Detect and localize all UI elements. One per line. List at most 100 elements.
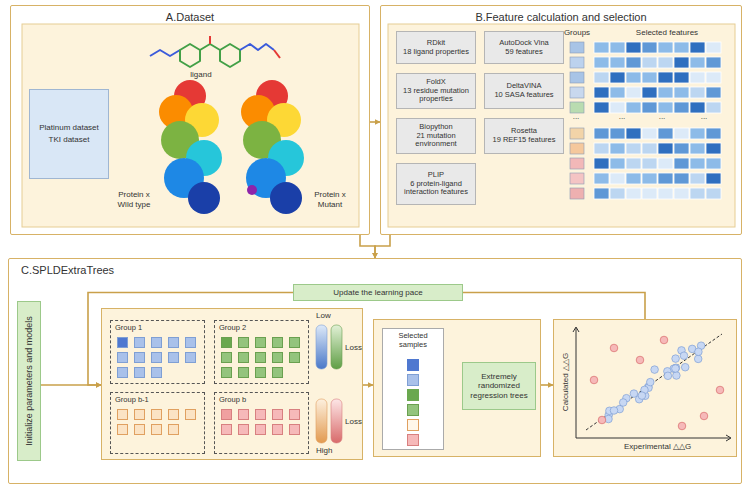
sample-square: [117, 424, 128, 435]
node-text: AutoDock Vina: [499, 39, 548, 48]
sample-square: [272, 409, 283, 420]
feature-cell: [690, 102, 705, 113]
panel: A.DatasetPlatinum datasetTKI dataset: [10, 5, 370, 235]
node-text: Group 2: [219, 323, 304, 332]
feature-cell: [690, 173, 705, 184]
feature-cell: [642, 72, 657, 83]
feature-cell: [690, 128, 705, 139]
node-text: RDkit: [427, 39, 445, 48]
feature-box: PLIP6 protein-ligand interaction feature…: [396, 163, 476, 205]
data-point: [638, 392, 646, 400]
feature-cell: [642, 188, 657, 199]
sample-square: [185, 409, 196, 420]
feature-cell: [690, 57, 705, 68]
node-text: Selected samples: [385, 332, 441, 349]
node-text: Group 1: [115, 323, 200, 332]
feature-cell: [594, 173, 609, 184]
ligand-ring: [180, 44, 200, 67]
feature-cell: [642, 143, 657, 154]
feature-box: Rosetta19 REF15 features: [484, 118, 564, 154]
node-text: 6 protein-ligand interaction features: [400, 180, 472, 197]
init-box: Initialize parameters and models: [17, 301, 41, 461]
node-text: 18 ligand properties: [403, 48, 469, 57]
feature-cell: [674, 87, 689, 98]
sample-square: [289, 337, 300, 348]
panel: B.Feature calculation and selectionRDkit…: [380, 5, 742, 235]
model-box: Extremely randomized regression trees: [462, 362, 536, 410]
label: ...: [652, 112, 672, 122]
feature-cell: [610, 102, 625, 113]
connector: [375, 235, 390, 258]
node-text: 13 residue mutation properties: [400, 87, 472, 104]
feature-cell: [610, 87, 625, 98]
feature-cell: [610, 128, 625, 139]
sample-square: [168, 337, 179, 348]
sample-square: [289, 424, 300, 435]
ligand-bond: [274, 50, 280, 58]
group-square: [570, 143, 584, 154]
feature-cell: [610, 42, 625, 53]
feature-cell: [610, 57, 625, 68]
feature-grid: [570, 42, 721, 199]
feature-cell: [642, 57, 657, 68]
feature-box: RDkit18 ligand properties: [396, 31, 476, 64]
feature-cell: [674, 188, 689, 199]
data-point: [672, 365, 680, 373]
ligand-ring: [220, 44, 240, 67]
feature-box: Biopython21 mutation environment: [396, 118, 476, 154]
node-text: TKI dataset: [49, 134, 90, 146]
data-point: [651, 366, 659, 374]
node-text: Extremely randomized regression trees: [465, 372, 533, 401]
sample-square: [289, 409, 300, 420]
sample-square: [221, 424, 232, 435]
ligand-bond: [209, 36, 211, 44]
feature-cell: [706, 72, 721, 83]
mutation-site: [247, 185, 257, 195]
feature-cell: [626, 57, 641, 68]
group-box: Group 2: [214, 320, 309, 384]
sample-square: [255, 352, 266, 363]
feature-cell: [706, 42, 721, 53]
feature-cell: [706, 128, 721, 139]
sample-square: [134, 367, 145, 378]
sample-square: [168, 352, 179, 363]
node-text: 59 features: [505, 48, 543, 57]
outlier-point: [660, 336, 668, 344]
feature-cell: [674, 42, 689, 53]
update-box: Update the learning pace: [293, 284, 463, 301]
node-text: Rosetta: [511, 127, 537, 136]
diagonal-line: [586, 334, 722, 430]
outlier-point: [590, 376, 598, 384]
feature-cell: [674, 102, 689, 113]
feature-cell: [642, 102, 657, 113]
data-point: [647, 378, 655, 386]
feature-cell: [594, 102, 609, 113]
ligand-bond: [150, 50, 180, 56]
x-axis: [576, 435, 731, 441]
node-text: 10 SASA features: [494, 91, 553, 100]
outlier-point: [598, 416, 606, 424]
node-text: A.Dataset: [11, 11, 369, 23]
sample-square: [407, 389, 419, 401]
connector: [463, 293, 645, 320]
sample-square: [185, 352, 196, 363]
feature-cell: [626, 128, 641, 139]
sample-square: [221, 409, 232, 420]
feature-cell: [706, 143, 721, 154]
feature-cell: [594, 87, 609, 98]
feature-cell: [658, 158, 673, 169]
sample-square: [255, 424, 266, 435]
sample-square: [221, 337, 232, 348]
sample-square: [407, 404, 419, 416]
sample-square: [407, 359, 419, 371]
feature-cell: [594, 72, 609, 83]
feature-cell: [626, 87, 641, 98]
label: Groups: [560, 28, 594, 38]
sample-square: [255, 409, 266, 420]
group-square: [570, 128, 584, 139]
connector: [363, 384, 373, 386]
sample-square: [117, 367, 128, 378]
outlier-point: [700, 412, 708, 420]
node-text: C.SPLDExtraTrees: [21, 264, 114, 276]
